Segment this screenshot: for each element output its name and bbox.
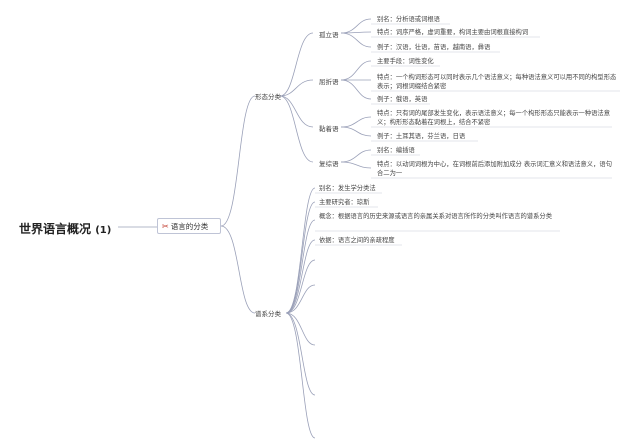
group-inflectional[interactable]: 屈折语 xyxy=(319,78,339,86)
group-isolating[interactable]: 孤立语 xyxy=(319,31,339,39)
inflectional-means: 主要手段：词性变化 xyxy=(377,58,434,65)
root-title: 世界语言概况 (1) xyxy=(19,220,111,237)
group-agglutinative[interactable]: 黏着语 xyxy=(319,125,339,133)
genealogical-concept: 概念：根据语言的历史来源或语言的亲属关系对语言所作的分类叫作语言的谱系分类 xyxy=(319,213,552,220)
polysynthetic-features: 特点：以动词词根为中心，在词根前后添加附加成分 表示词汇意义和语法意义，语句合二… xyxy=(377,161,612,177)
genealogical-researcher: 主要研究者：琼斯 xyxy=(319,199,370,206)
polysynthetic-alias: 别名：编插语 xyxy=(377,147,415,154)
isolating-alias: 别名：分析语或词根语 xyxy=(377,16,440,23)
root-title-suffix: (1) xyxy=(95,225,112,236)
center-node[interactable]: ✂语言的分类 xyxy=(157,218,221,234)
root-title-text: 世界语言概况 xyxy=(19,222,92,236)
branch-genealogical[interactable]: 谱系分类 xyxy=(255,310,281,318)
genealogical-alias: 别名：发生学分类法 xyxy=(319,185,376,192)
tools-icon: ✂ xyxy=(162,222,169,231)
agglutinative-examples: 例子：土耳其语，芬兰语，日语 xyxy=(377,133,466,140)
branch-morph[interactable]: 形态分类 xyxy=(255,93,281,101)
center-node-label: 语言的分类 xyxy=(170,222,209,231)
inflectional-features: 特点：一个构词形态可以同时表示几个语法意义；每种语法意义可以用不同的构型形态表示… xyxy=(377,74,617,90)
genealogical-basis: 依据：语言之间的亲疏程度 xyxy=(319,237,395,244)
inflectional-examples: 例子：俄语，英语 xyxy=(377,96,428,103)
isolating-examples: 例子：汉语，壮语，苗语，越南语，彝语 xyxy=(377,44,491,51)
group-polysynthetic[interactable]: 复综语 xyxy=(319,160,339,168)
isolating-features: 特点：词序严格，虚词重要，构词主要由词根直接构词 xyxy=(377,29,529,36)
agglutinative-features: 特点：只有词的尾部发生变化，表示语法意义；每一个构形形态只能表示一种语法意义；构… xyxy=(377,110,610,126)
